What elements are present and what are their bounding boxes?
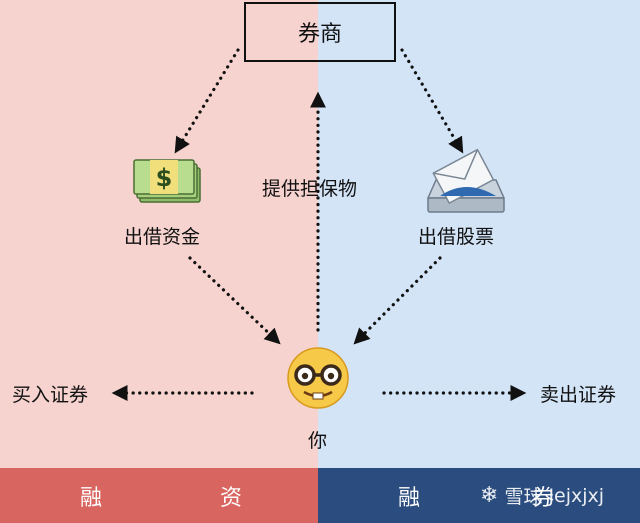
margin-financing-panel [0, 0, 318, 468]
arrow-broker-to-stocks [400, 48, 464, 154]
sell-securities-label: 卖出证券 [540, 384, 617, 406]
lending-bar [318, 468, 640, 523]
arrow-stocks-to-you [353, 256, 442, 345]
nerd-face-icon [287, 347, 349, 409]
envelope-tray-icon [426, 148, 506, 213]
svg-text:$: $ [156, 164, 173, 192]
lending-bar-char-1: 融 [398, 486, 421, 511]
financing-bar [0, 468, 318, 523]
lend-stocks-label: 出借股票 [418, 226, 495, 248]
broker-box: 券商 [244, 2, 396, 62]
arrow-broker-to-funds [174, 48, 240, 154]
securities-lending-panel [318, 0, 640, 468]
lend-funds-label: 出借资金 [124, 226, 201, 248]
financing-bar-char-1: 融 [80, 486, 103, 511]
snowball-logo-icon: ❄ [480, 483, 499, 508]
watermark: ❄ 雪球 Jejxjxj [480, 482, 604, 509]
provide-collateral-label: 提供担保物 [262, 178, 358, 200]
buy-securities-label: 买入证券 [12, 384, 89, 406]
you-label: 你 [308, 430, 328, 452]
broker-label: 券商 [297, 22, 342, 47]
dollar-bill-icon: $ [133, 159, 201, 203]
arrow-funds-to-you [188, 256, 281, 345]
financing-bar-char-2: 资 [220, 486, 243, 511]
watermark-site: 雪球 [504, 486, 543, 508]
watermark-user: Jejxjxj [548, 484, 605, 507]
lending-bar-char-2: 券 [532, 486, 555, 511]
